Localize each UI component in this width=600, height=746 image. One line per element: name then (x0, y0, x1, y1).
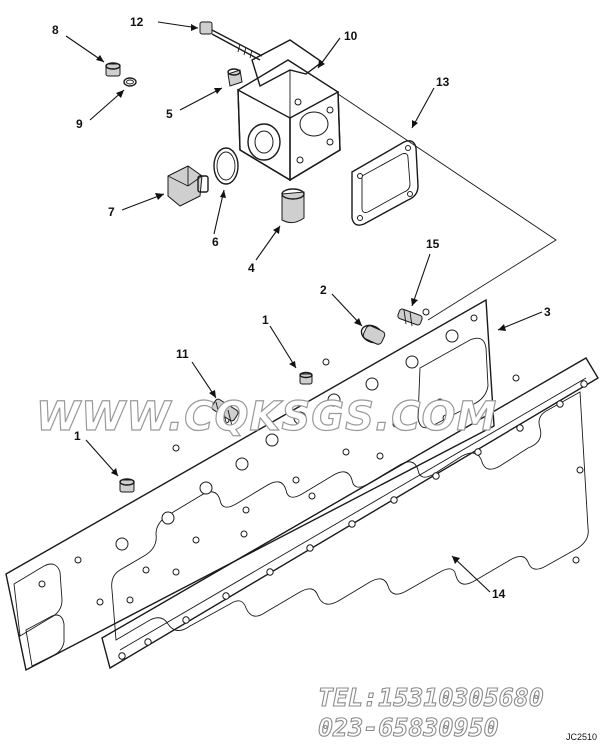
callout-9: 9 (76, 117, 83, 131)
callout-15: 15 (426, 237, 440, 251)
callout-2: 2 (320, 283, 327, 297)
plug-2 (360, 324, 386, 345)
figure-id: JC2510 (566, 732, 597, 742)
callout-1-lower: 1 (74, 429, 81, 443)
housing-10 (237, 39, 341, 182)
leader-lines (65, 21, 543, 593)
callout-11: 11 (176, 347, 189, 361)
o-ring-9 (123, 77, 137, 87)
bolt-12 (199, 21, 263, 61)
plug-1-lower (119, 478, 135, 493)
contact-phone: TEL:15310305680 (318, 683, 544, 712)
callout-labels: 8 12 10 9 5 13 7 6 4 15 2 3 1 11 1 14 (52, 15, 551, 601)
cover-plate-3 (5, 298, 495, 672)
gasket-13 (351, 140, 419, 226)
cover-plate-3-holes (38, 308, 478, 606)
callout-8: 8 (52, 23, 59, 37)
plug-1-upper (299, 371, 313, 385)
callout-12: 12 (130, 15, 144, 29)
sleeve-4 (281, 188, 305, 224)
callout-5: 5 (166, 107, 173, 121)
callout-3: 3 (544, 305, 551, 319)
gasket-14 (101, 357, 599, 670)
gasket-14-holes (118, 374, 588, 660)
contact-landline: 023-65830950 (318, 713, 499, 742)
plug-7 (167, 165, 209, 207)
callout-10: 10 (344, 29, 358, 43)
fitting-15 (397, 308, 423, 327)
watermark-url: WWW.CQKSGS.COM (36, 394, 497, 440)
plug-8 (105, 62, 121, 77)
o-ring-6 (213, 147, 239, 185)
fitting-11 (211, 398, 239, 427)
callout-1-upper: 1 (262, 313, 269, 327)
plug-5 (227, 68, 243, 87)
callout-13: 13 (436, 75, 450, 89)
callout-14: 14 (492, 587, 506, 601)
callout-6: 6 (212, 235, 219, 249)
callout-7: 7 (108, 205, 115, 219)
assembly-guide-line (337, 93, 557, 321)
callout-4: 4 (248, 261, 255, 275)
